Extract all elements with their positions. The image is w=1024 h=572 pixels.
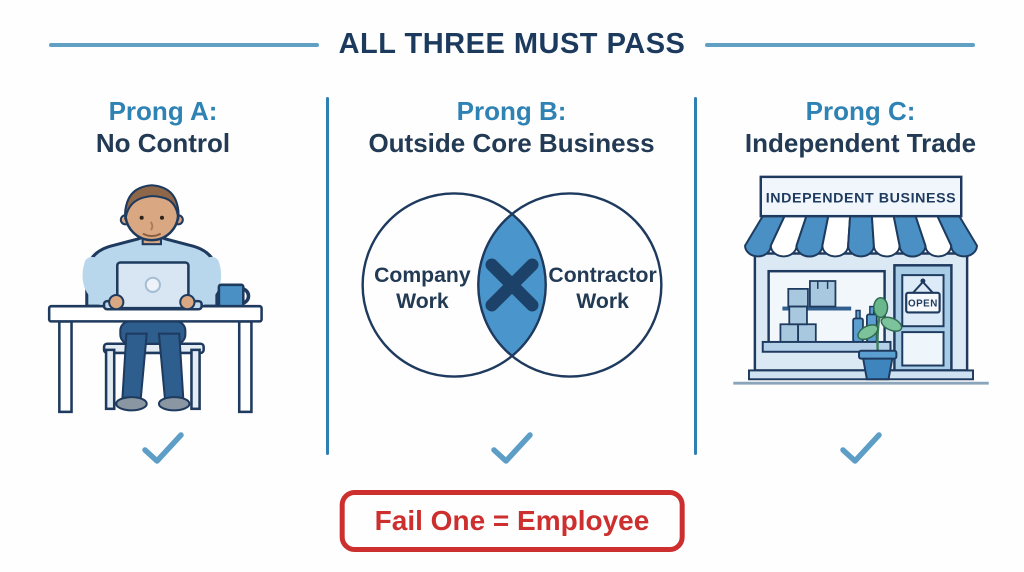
- prong-a-heading: Prong A: No Control: [0, 96, 326, 159]
- header-rule-right: [705, 42, 976, 47]
- open-sign-label: OPEN: [908, 299, 938, 310]
- prong-c-subtitle: Independent Trade: [744, 127, 977, 158]
- venn-diagram-illustration: Company Work Contractor Work: [329, 179, 694, 396]
- storefront-icon: OPEN INDEPENDENT B: [732, 176, 989, 386]
- checkmark-icon: [839, 432, 882, 464]
- prong-b-subtitle: Outside Core Business: [368, 127, 655, 158]
- checkmark-icon: [490, 432, 533, 464]
- person-at-desk-illustration: [0, 171, 326, 425]
- prong-a-subtitle: No Control: [95, 127, 231, 158]
- column-divider-2: [694, 97, 697, 455]
- venn-right-label-line1: Contractor: [548, 265, 656, 288]
- x-mark-icon: [485, 258, 538, 312]
- fail-one-banner: Fail One = Employee: [339, 490, 685, 552]
- prong-a-checkmark: [137, 428, 189, 473]
- venn-left-label-line2: Work: [396, 291, 449, 314]
- prong-a-label: Prong A:: [108, 96, 218, 126]
- prong-b-checkmark: [486, 428, 538, 473]
- prong-c-label: Prong C:: [805, 96, 916, 126]
- column-prong-c: Prong C: Independent Trade: [697, 92, 1024, 464]
- venn-left-label-line1: Company: [374, 265, 471, 288]
- prong-b-heading: Prong B: Outside Core Business: [329, 96, 694, 159]
- header-rule-left: [48, 42, 319, 47]
- column-prong-b: Prong B: Outside Core Business Compa: [329, 92, 694, 464]
- column-divider-1: [326, 97, 329, 455]
- venn-diagram-icon: Company Work Contractor Work: [360, 192, 663, 379]
- prong-c-heading: Prong C: Independent Trade: [697, 96, 1024, 159]
- plant-icon: [856, 297, 902, 381]
- column-prong-a: Prong A: No Control: [0, 92, 326, 464]
- prong-c-checkmark: [835, 428, 887, 473]
- header: ALL THREE MUST PASS: [0, 28, 1024, 61]
- page-title: ALL THREE MUST PASS: [338, 28, 686, 60]
- prong-columns: Prong A: No Control: [0, 92, 1024, 464]
- storefront-illustration: OPEN INDEPENDENT B: [697, 169, 1024, 400]
- person-at-desk-icon: [47, 184, 263, 414]
- checkmark-icon: [142, 432, 184, 464]
- awning-icon: [743, 215, 978, 258]
- store-sign-label: INDEPENDENT BUSINESS: [765, 191, 956, 207]
- venn-right-label-line2: Work: [576, 291, 629, 314]
- prong-b-label: Prong B:: [456, 96, 567, 126]
